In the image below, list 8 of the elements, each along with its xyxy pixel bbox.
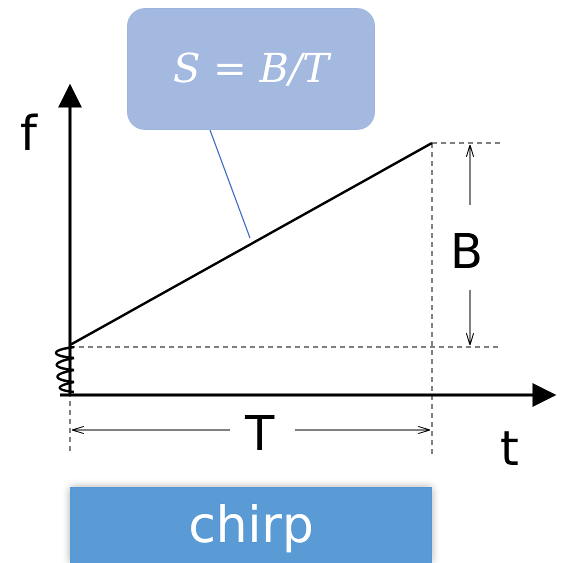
axis-label: t [500, 425, 519, 473]
chirp-line [69, 142, 433, 346]
dimension-label: B [450, 228, 483, 276]
callout-box: S = B/T [127, 8, 375, 130]
chirp-box: chirp [70, 487, 432, 563]
dimension-label: T [245, 410, 274, 458]
axis-label: f [20, 110, 37, 158]
leader-line [209, 130, 251, 238]
